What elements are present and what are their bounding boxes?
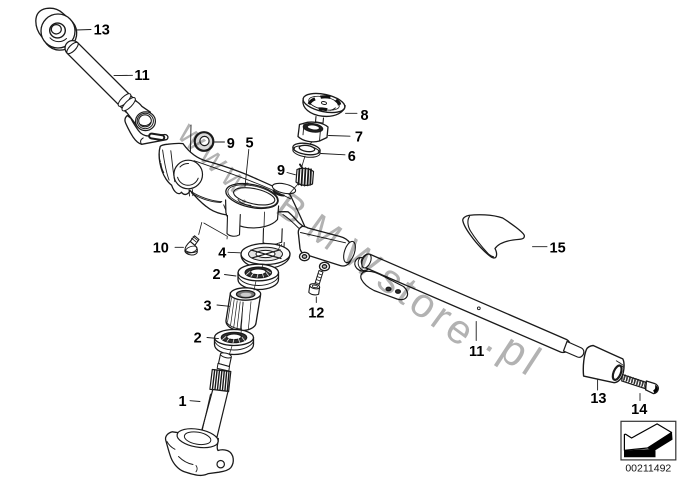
svg-text:2: 2 — [194, 331, 202, 347]
svg-text:9: 9 — [227, 136, 235, 152]
svg-text:2: 2 — [213, 267, 221, 283]
svg-text:12: 12 — [308, 305, 324, 321]
svg-text:9: 9 — [277, 163, 285, 179]
svg-text:5: 5 — [246, 135, 254, 151]
svg-text:4: 4 — [218, 245, 226, 261]
svg-text:6: 6 — [348, 149, 356, 165]
svg-text:1: 1 — [179, 394, 187, 410]
svg-text:00211492: 00211492 — [625, 463, 671, 475]
svg-text:13: 13 — [590, 391, 606, 407]
svg-text:11: 11 — [469, 344, 484, 360]
svg-text:11: 11 — [134, 68, 149, 84]
svg-text:14: 14 — [631, 402, 647, 418]
svg-text:7: 7 — [355, 129, 363, 145]
svg-text:15: 15 — [550, 241, 566, 257]
svg-text:3: 3 — [204, 299, 212, 315]
svg-text:10: 10 — [153, 240, 169, 256]
svg-text:13: 13 — [94, 22, 110, 38]
svg-text:8: 8 — [361, 108, 369, 124]
